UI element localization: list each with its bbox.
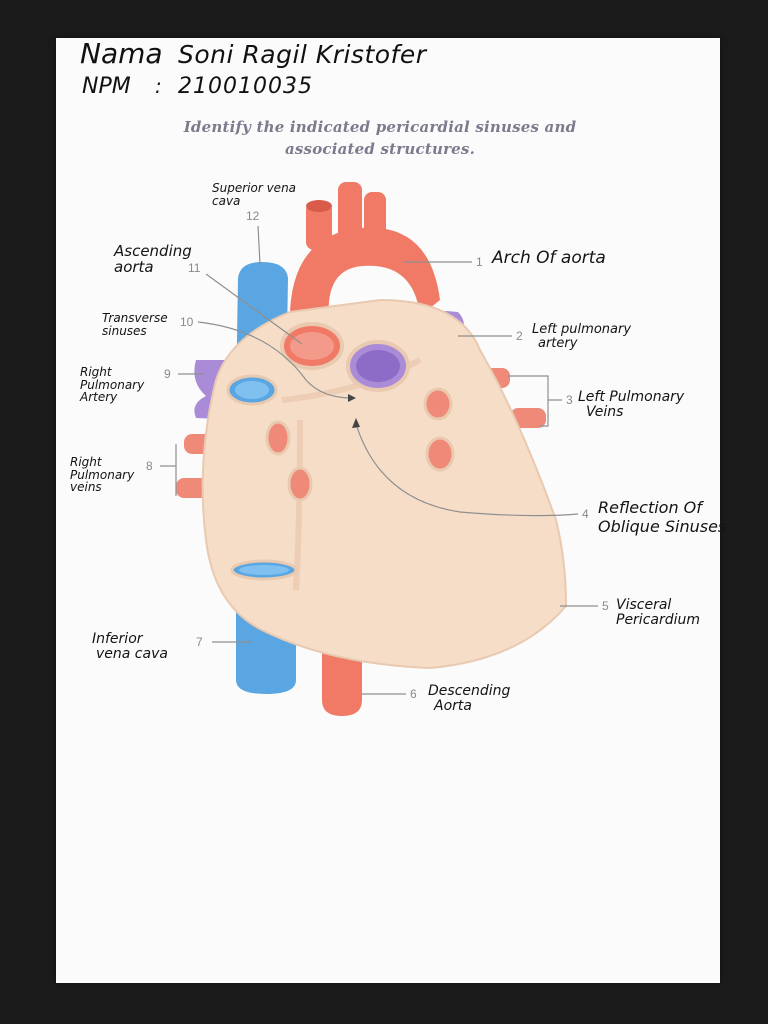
number-6: 6 [410,688,417,700]
label-11-line-2: aorta [114,260,192,276]
label-inferior-vena-cava: Inferior vena cava [92,632,168,661]
label-7-line-1: Inferior [92,632,168,647]
label-7-line-2: vena cava [92,647,168,662]
label-6-line-1: Descending [428,684,510,699]
label-3-line-2: Veins [578,405,684,420]
label-12-line-1: Superior vena [212,182,296,195]
label-8-line-1: Right [70,456,134,469]
label-reflection-oblique-sinuses: Reflection Of Oblique Sinuses [598,498,726,536]
label-left-pulmonary-artery: Left pulmonary artery [532,323,631,350]
label-left-pulmonary-veins: Left Pulmonary Veins [578,390,684,419]
label-right-pulmonary-artery: Right Pulmonary Artery [80,366,144,404]
number-12: 12 [246,210,259,222]
left-pv-opening-upper [425,389,451,419]
label-transverse-sinuses: Transverse sinuses [102,312,168,337]
label-8-line-3: veins [70,481,134,494]
label-3-line-1: Left Pulmonary [578,390,684,405]
label-4-line-2: Oblique Sinuses [598,517,726,536]
label-1-line-1: Arch Of aorta [492,250,606,268]
label-2-line-2: artery [532,337,631,351]
label-5-line-2: Pericardium [616,613,700,628]
label-visceral-pericardium: Visceral Pericardium [616,598,700,627]
number-9: 9 [164,368,171,380]
number-3: 3 [566,394,573,406]
label-2-line-1: Left pulmonary [532,323,631,337]
ivc-lumen [239,565,289,575]
pulmonary-trunk-lumen [356,350,400,382]
right-pv-opening-lower [289,468,311,500]
number-8: 8 [146,460,153,472]
label-arch-of-aorta: Arch Of aorta [492,250,606,268]
label-4-line-1: Reflection Of [598,498,726,517]
leader-12 [258,226,260,264]
label-10-line-2: sinuses [102,325,168,338]
number-5: 5 [602,600,609,612]
number-7: 7 [196,636,203,648]
aorta-branch-opening [306,200,332,212]
number-2: 2 [516,330,523,342]
right-pv-opening-upper [267,422,289,454]
svc-lumen [235,381,269,399]
leader-8 [160,444,176,496]
label-5-line-1: Visceral [616,598,700,613]
label-10-line-1: Transverse [102,312,168,325]
left-pv-opening-lower [427,438,453,470]
label-6-line-2: Aorta [428,699,510,714]
ascending-aorta-lumen [290,332,334,360]
number-1: 1 [476,256,483,268]
label-descending-aorta: Descending Aorta [428,684,510,713]
label-superior-vena-cava: Superior vena cava [212,182,296,207]
aorta-branch-3 [364,192,386,242]
label-ascending-aorta: Ascending aorta [114,244,192,276]
number-10: 10 [180,316,193,328]
label-9-line-1: Right [80,366,144,379]
label-right-pulmonary-veins: Right Pulmonary veins [70,456,134,494]
aorta-branch-2 [338,182,362,242]
number-4: 4 [582,508,589,520]
label-12-line-2: cava [212,195,296,208]
label-9-line-3: Artery [80,391,144,404]
